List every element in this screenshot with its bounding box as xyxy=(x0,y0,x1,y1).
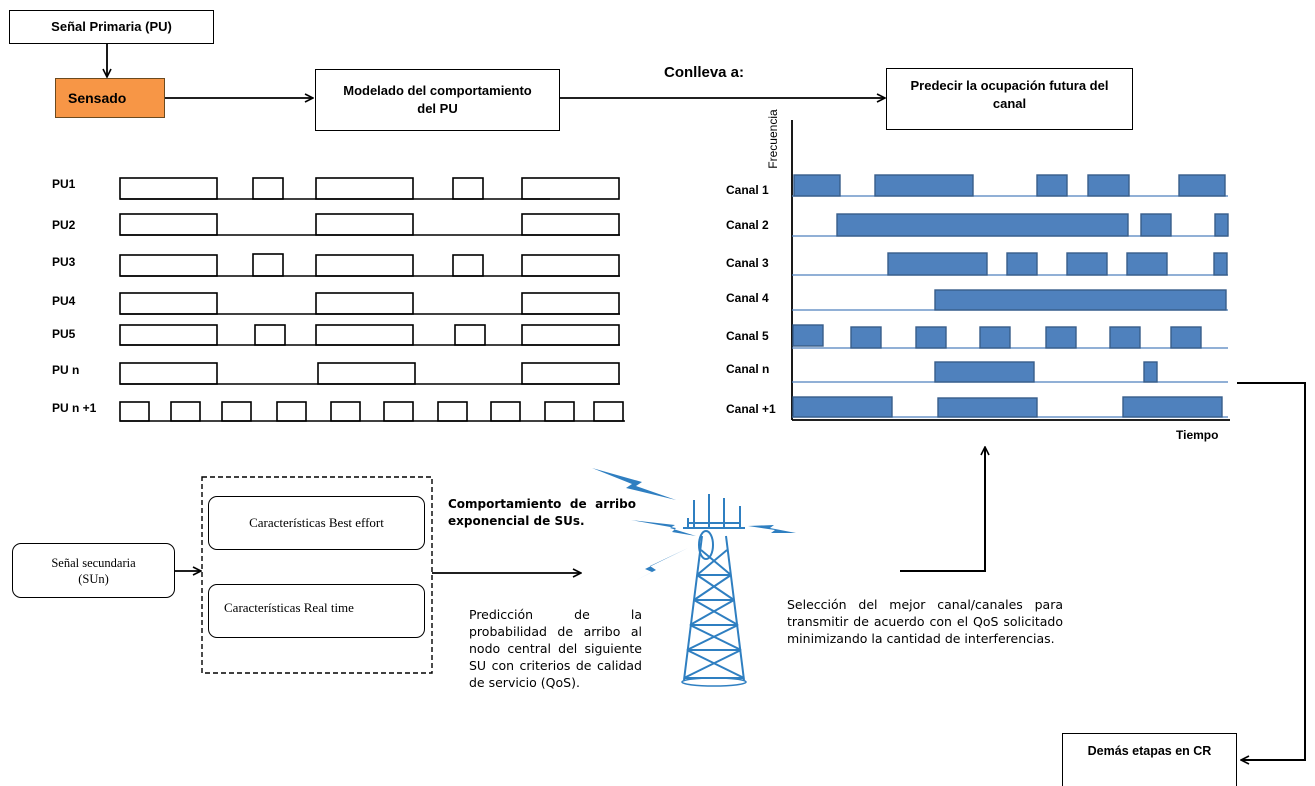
modeling-box: Modelado del comportamiento del PU xyxy=(315,69,560,131)
canal3-block xyxy=(887,252,988,276)
canal1-block xyxy=(1036,174,1068,197)
pu-label: PU n +1 xyxy=(52,401,97,415)
canal5-block xyxy=(979,326,1011,349)
su-signal-label: Señal secundaria (SUn) xyxy=(51,555,136,586)
other-stages-box: Demás etapas en CR xyxy=(1062,733,1237,786)
pu4-wave xyxy=(119,292,620,315)
channel-label: Canal 3 xyxy=(726,256,769,270)
channel-label: Canal 2 xyxy=(726,218,769,232)
canal-plus1-block xyxy=(792,396,893,418)
canal5-block xyxy=(1045,326,1077,349)
pu-label: PU1 xyxy=(52,177,76,191)
pu-waveforms xyxy=(119,177,625,422)
pun1-wave xyxy=(119,401,625,422)
canal5-block xyxy=(792,324,824,347)
real-time-box: Características Real time xyxy=(208,584,425,638)
canal5-block xyxy=(850,326,882,349)
primary-signal-label: Señal Primaria (PU) xyxy=(51,19,172,34)
pun-wave xyxy=(119,362,620,385)
predict-box: Predecir la ocupación futura del canal xyxy=(886,68,1133,130)
arrow-chart-to-other-stages xyxy=(1237,382,1306,760)
su-signal-box: Señal secundaria (SUn) xyxy=(12,543,175,598)
canal2-block xyxy=(1214,213,1229,237)
channel-label: Canal 1 xyxy=(726,183,769,197)
canal3-block xyxy=(1126,252,1168,276)
canal2-block xyxy=(836,213,1129,237)
channel-blocks xyxy=(792,174,1229,418)
canal3-block xyxy=(1213,252,1228,276)
pu5-wave xyxy=(119,324,620,346)
freq-axis-label: Frecuencia xyxy=(766,109,780,169)
canal3-block xyxy=(1006,252,1038,276)
canal5-block xyxy=(915,326,947,349)
canaln-block xyxy=(934,361,1035,383)
real-time-label: Características Real time xyxy=(224,600,354,615)
other-stages-label: Demás etapas en CR xyxy=(1087,744,1212,758)
su-characteristics-container xyxy=(201,476,433,674)
exp-arrival-text: Comportamiento de arribo exponencial de … xyxy=(448,497,636,528)
pu-label: PU2 xyxy=(52,218,76,232)
sensing-box: Sensado xyxy=(55,78,165,118)
channel-label: Canal n xyxy=(726,362,770,376)
pu-label: PU4 xyxy=(52,294,76,308)
canaln-block xyxy=(1143,361,1158,383)
canal-plus1-block xyxy=(937,397,1038,418)
primary-signal-box: Señal Primaria (PU) xyxy=(9,10,214,44)
canal5-block xyxy=(1170,326,1202,349)
pu-label: PU n xyxy=(52,363,80,377)
canal1-block xyxy=(1178,174,1226,197)
arrow-selection-to-chart xyxy=(900,448,985,572)
selection-text: Selección del mejor canal/canales para t… xyxy=(787,597,1063,646)
canal4-block xyxy=(934,289,1227,311)
canal2-block xyxy=(1140,213,1172,237)
canal3-block xyxy=(1066,252,1108,276)
modeling-label: Modelado del comportamiento del PU xyxy=(343,83,532,116)
pu-label: PU5 xyxy=(52,327,76,341)
radio-tower-icon xyxy=(592,468,796,687)
canal-plus1-block xyxy=(1122,396,1223,418)
channel-label: Canal +1 xyxy=(726,402,776,416)
sensing-label: Sensado xyxy=(68,90,127,106)
pu3-wave xyxy=(119,253,620,277)
leads-to-label: Conlleva a: xyxy=(664,64,745,81)
prediction-text: Predicción de la probabilidad de arribo … xyxy=(469,607,642,690)
canal1-block xyxy=(1087,174,1130,197)
time-axis-label: Tiempo xyxy=(1176,428,1219,442)
predict-label: Predecir la ocupación futura del canal xyxy=(910,78,1109,111)
canal5-block xyxy=(1109,326,1141,349)
channel-label: Canal 5 xyxy=(726,329,769,343)
canal1-block xyxy=(793,174,841,197)
best-effort-box: Características Best effort xyxy=(208,496,425,550)
channel-label: Canal 4 xyxy=(726,291,769,305)
pu1-wave xyxy=(119,177,620,200)
pu-label: PU3 xyxy=(52,255,76,269)
canal1-block xyxy=(874,174,974,197)
pu2-wave xyxy=(119,213,620,236)
best-effort-label: Características Best effort xyxy=(249,515,384,530)
